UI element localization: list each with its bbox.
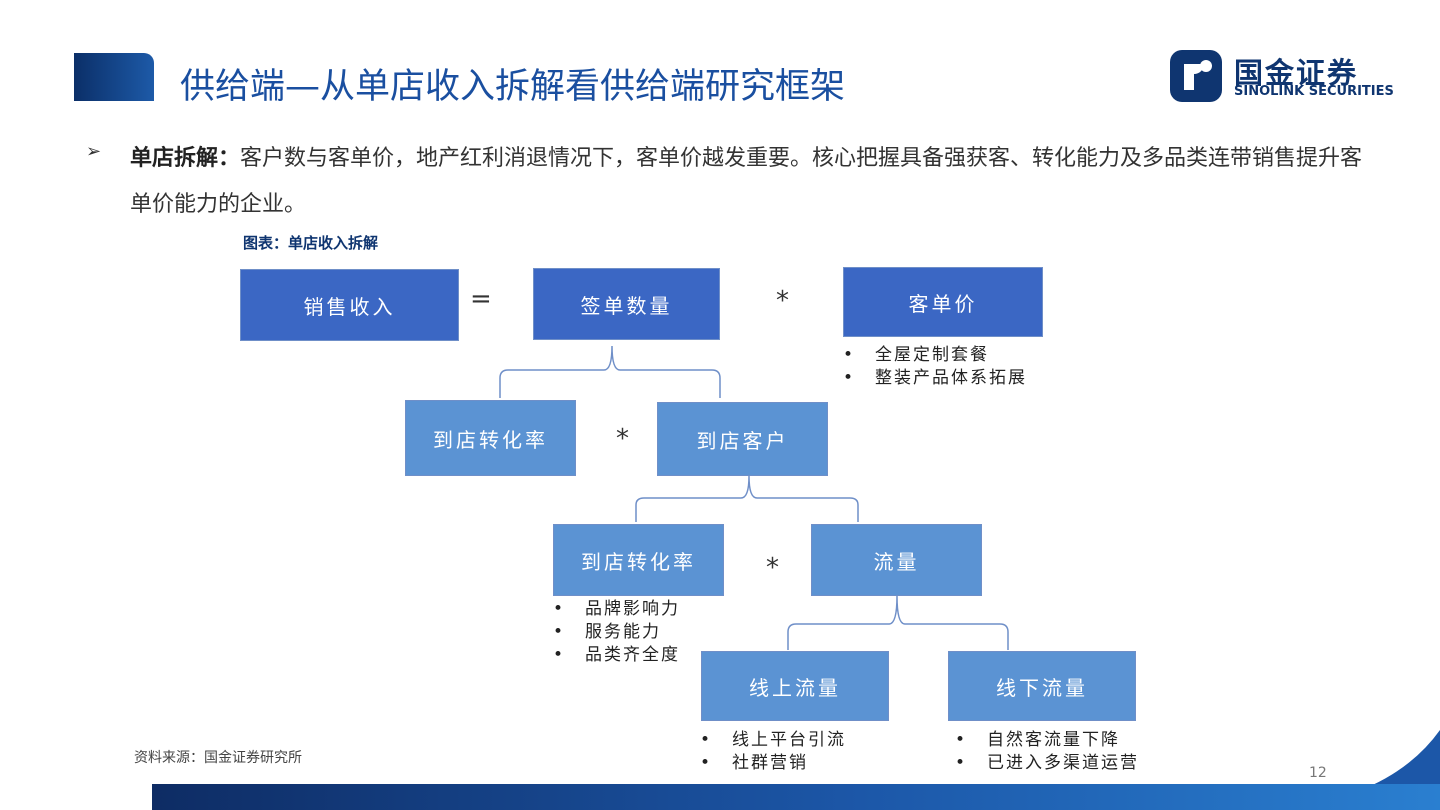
brace-signed-orders <box>499 345 721 398</box>
node-unit-price: 客单价 <box>843 267 1043 337</box>
logo-chinese-name: 国金证券 <box>1234 56 1359 90</box>
operator-times-1: * <box>776 286 789 316</box>
note-item: 品牌影响力 <box>553 598 680 621</box>
notes-conversion: 品牌影响力 服务能力 品类齐全度 <box>553 598 680 667</box>
node-traffic: 流量 <box>811 524 982 596</box>
notes-online: 线上平台引流 社群营销 <box>700 729 846 775</box>
arrow-right-bullet-icon: ➢ <box>86 141 102 162</box>
intro-text: 客户数与客单价，地产红利消退情况下，客单价越发重要。核心把握具备强获客、转化能力… <box>130 146 1363 217</box>
company-logo: 国金证券 SINOLINK SECURITIES <box>1170 48 1410 104</box>
brace-store-customers <box>635 475 859 522</box>
note-item: 社群营销 <box>700 752 846 775</box>
note-item: 已进入多渠道运营 <box>955 752 1139 775</box>
operator-times-3: * <box>766 553 779 583</box>
operator-equals: = <box>470 284 492 314</box>
intro-paragraph: 单店拆解：客户数与客单价，地产红利消退情况下，客单价越发重要。核心把握具备强获客… <box>130 136 1380 228</box>
source-note: 资料来源：国金证券研究所 <box>134 750 302 766</box>
operator-times-2: * <box>616 424 629 454</box>
intro-lead: 单店拆解： <box>130 146 241 171</box>
node-store-customers: 到店客户 <box>657 402 828 476</box>
page-number: 12 <box>1309 765 1327 781</box>
node-signed-orders: 签单数量 <box>533 268 720 340</box>
note-item: 自然客流量下降 <box>955 729 1139 752</box>
figure-caption: 图表：单店收入拆解 <box>243 234 379 252</box>
node-offline-traffic: 线下流量 <box>948 651 1136 721</box>
title-accent-block <box>74 53 154 101</box>
notes-unit-price: 全屋定制套餐 整装产品体系拓展 <box>843 344 1027 390</box>
brace-traffic <box>787 595 1009 650</box>
node-online-traffic: 线上流量 <box>701 651 889 721</box>
node-sales-revenue: 销售收入 <box>240 269 459 341</box>
note-item: 品类齐全度 <box>553 644 680 667</box>
footer-bar <box>152 784 1440 810</box>
notes-offline: 自然客流量下降 已进入多渠道运营 <box>955 729 1139 775</box>
logo-mark-icon <box>1170 50 1222 102</box>
note-item: 线上平台引流 <box>700 729 846 752</box>
node-store-conversion-1: 到店转化率 <box>405 400 576 476</box>
node-store-conversion-2: 到店转化率 <box>553 524 724 596</box>
note-item: 整装产品体系拓展 <box>843 367 1027 390</box>
note-item: 全屋定制套餐 <box>843 344 1027 367</box>
logo-english-name: SINOLINK SECURITIES <box>1234 84 1394 99</box>
note-item: 服务能力 <box>553 621 680 644</box>
page-title: 供给端—从单店收入拆解看供给端研究框架 <box>180 67 846 107</box>
